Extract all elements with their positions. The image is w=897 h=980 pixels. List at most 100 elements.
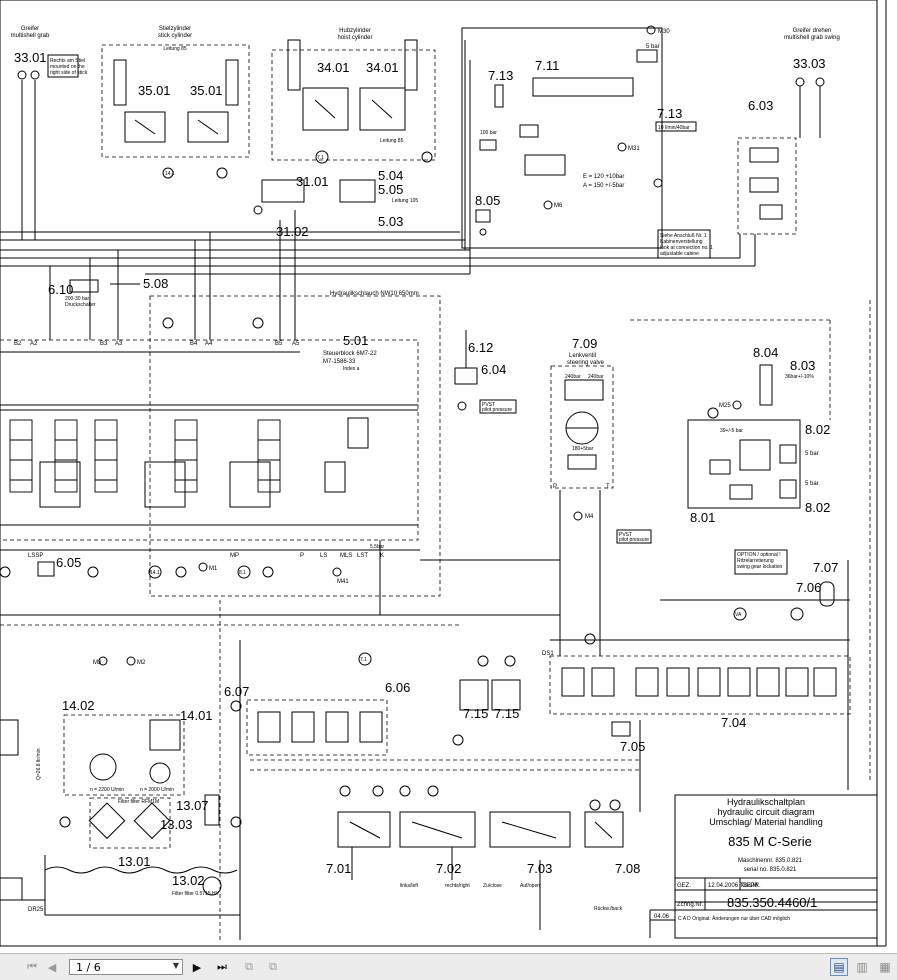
page-number-select[interactable]: 1 / 6 ▼ xyxy=(69,959,183,975)
svg-text:B5: B5 xyxy=(275,341,283,347)
first-page-button[interactable]: ⏮ xyxy=(27,960,37,973)
svg-text:Hubzylinder: Hubzylinder xyxy=(339,28,371,34)
svg-text:A5: A5 xyxy=(292,341,300,347)
svg-text:stick cylinder: stick cylinder xyxy=(158,33,192,39)
svg-text:K: K xyxy=(380,553,384,559)
svg-text:P: P xyxy=(300,553,304,559)
svg-text:look at connection no. 1: look at connection no. 1 xyxy=(660,245,713,251)
comp-8-04: 8.04 xyxy=(753,345,778,360)
svg-text:100 bar: 100 bar xyxy=(480,130,497,136)
comp-14-01: 14.01 xyxy=(180,708,213,723)
copy-icon[interactable]: ⧉ xyxy=(245,960,253,973)
svg-text:240bar: 240bar xyxy=(588,374,604,380)
svg-text:OPTION / optional !: OPTION / optional ! xyxy=(737,552,781,558)
comp-35-01b: 35.01 xyxy=(190,83,223,98)
spool-group xyxy=(9,417,369,508)
title-block xyxy=(649,794,878,939)
manifold-valves xyxy=(561,667,837,697)
gez-label: GEZ. xyxy=(677,883,691,889)
single-page-view-button[interactable]: ▤ xyxy=(830,958,848,976)
svg-text:M41: M41 xyxy=(337,579,349,585)
comp-5-05: 5.05 xyxy=(378,182,403,197)
prev-page-button[interactable]: ◀ xyxy=(47,960,57,974)
drawing-sheet: .w{stroke:#000;stroke-width:1;fill:none;… xyxy=(0,0,887,947)
svg-text:5.5bar: 5.5bar xyxy=(370,544,385,550)
svg-text:B2: B2 xyxy=(14,341,22,347)
comp-31-01: 31.01 xyxy=(296,174,329,189)
svg-text:7.1: 7.1 xyxy=(360,657,367,663)
comp-8-01: 8.01 xyxy=(690,510,715,525)
svg-text:MP: MP xyxy=(230,553,239,559)
comp-5-03: 5.03 xyxy=(378,214,403,229)
svg-text:mounted on the: mounted on the xyxy=(50,64,85,70)
svg-text:multishell grab swing: multishell grab swing xyxy=(784,35,840,41)
last-page-button[interactable]: ⏭ xyxy=(217,960,227,973)
next-page-button[interactable]: ▶ xyxy=(192,960,202,974)
svg-text:LST: LST xyxy=(357,553,368,559)
comp-34-01a: 34.01 xyxy=(317,60,350,75)
paste-icon[interactable]: ⧉ xyxy=(269,960,277,973)
comp-34-01b: 34.01 xyxy=(366,60,399,75)
comp-5-01: 5.01 xyxy=(343,333,368,348)
grid-view-button[interactable]: ▦ xyxy=(879,960,891,974)
continuous-view-button[interactable]: ▥ xyxy=(856,960,868,974)
comp-7-07: 7.07 xyxy=(813,560,838,575)
comp-13-03: 13.03 xyxy=(160,817,193,832)
comp-7-04: 7.04 xyxy=(721,715,746,730)
comp-6-10: 6.10 xyxy=(48,282,73,297)
svg-text:14.1: 14.1 xyxy=(165,171,175,177)
page-number-text: 1 / 6 xyxy=(76,960,101,974)
svg-text:A4: A4 xyxy=(205,341,213,347)
svg-text:Hydraulikschlauch NW10 650mm: Hydraulikschlauch NW10 650mm xyxy=(330,291,419,297)
comp-8-02b: 8.02 xyxy=(805,500,830,515)
hydraulic-schematic: .w{stroke:#000;stroke-width:1;fill:none;… xyxy=(0,0,887,947)
grab-header: Greifer multishell grab xyxy=(11,26,50,39)
svg-text:links/left: links/left xyxy=(400,883,419,889)
comp-7-06: 7.06 xyxy=(796,580,821,595)
comp-14-02: 14.02 xyxy=(62,698,95,713)
svg-text:multishell grab: multishell grab xyxy=(11,33,50,39)
svg-text:B3: B3 xyxy=(100,341,108,347)
svg-text:5 bar: 5 bar xyxy=(646,44,660,50)
svg-text:Rechts am Stiel: Rechts am Stiel xyxy=(50,58,85,64)
svg-text:M2: M2 xyxy=(137,660,146,666)
comp-33-01: 33.01 xyxy=(14,50,47,65)
svg-text:M25: M25 xyxy=(719,403,731,409)
svg-text:Lenkventil: Lenkventil xyxy=(569,353,596,359)
svg-text:Leitung 85: Leitung 85 xyxy=(163,46,187,52)
title-de: Hydraulikschaltplan xyxy=(727,797,805,807)
svg-text:Siehe Anschluß Nr. 1: Siehe Anschluß Nr. 1 xyxy=(660,233,707,239)
comp-7-05: 7.05 xyxy=(620,739,645,754)
svg-text:36bar+/-10%: 36bar+/-10% xyxy=(785,374,814,380)
machine-no: Maschinennr. 835.0.821 xyxy=(738,858,803,864)
svg-text:swing gear lockation: swing gear lockation xyxy=(737,564,783,570)
svg-text:7.1: 7.1 xyxy=(317,155,324,161)
svg-text:T: T xyxy=(606,484,610,490)
svg-text:right side of stick: right side of stick xyxy=(50,70,88,76)
svg-text:14.1: 14.1 xyxy=(150,570,160,576)
comp-5-04: 5.04 xyxy=(378,168,403,183)
svg-text:200-30 bar: 200-30 bar xyxy=(65,296,90,302)
svg-text:5 bar: 5 bar xyxy=(805,451,819,457)
drawing-number: 835.350.4460/1 xyxy=(727,895,817,910)
bottom-ports: LSSP 6.05 14.1 M1 8.1 M41 MP P LS MLS LS… xyxy=(0,544,385,585)
pilot-valves xyxy=(337,785,624,848)
chevron-down-icon: ▼ xyxy=(172,961,179,970)
svg-text:DR25: DR25 xyxy=(28,907,44,913)
svg-text:M4: M4 xyxy=(585,514,594,520)
comp-6-07: 6.07 xyxy=(224,684,249,699)
svg-text:M7-1586-33: M7-1586-33 xyxy=(323,359,356,365)
svg-text:M1: M1 xyxy=(209,566,218,572)
svg-text:n = 2000 U/min: n = 2000 U/min xyxy=(140,787,174,793)
gepr-label: GEPR. xyxy=(742,883,761,889)
svg-text:M3: M3 xyxy=(93,660,102,666)
comp-7-11: 7.11 xyxy=(535,58,559,73)
serial-no: serial no. 835.0.821 xyxy=(744,867,797,873)
gez-date: 12.04.2006 TB-LM xyxy=(708,883,758,889)
title-en: hydraulic circuit diagram xyxy=(717,807,814,817)
svg-text:180+5bar: 180+5bar xyxy=(572,446,594,452)
svg-text:rechts/right: rechts/right xyxy=(445,883,470,889)
svg-text:B4: B4 xyxy=(190,341,198,347)
comp-8-02a: 8.02 xyxy=(805,422,830,437)
